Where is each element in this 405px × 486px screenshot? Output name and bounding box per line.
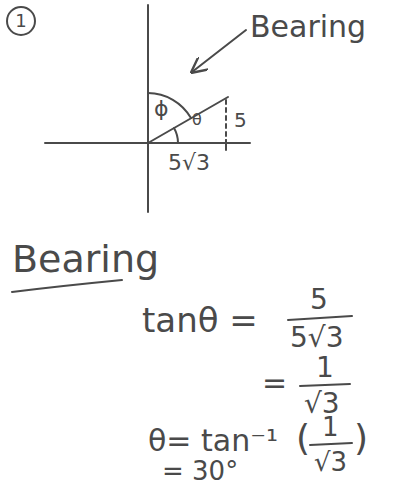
- y-axis: [147, 5, 149, 212]
- denominator: 5√3: [290, 324, 343, 352]
- side-length: 5√3: [168, 152, 210, 174]
- fraction-bar: [310, 443, 352, 445]
- opposite-side: [225, 100, 227, 143]
- theta-arc: [174, 128, 178, 143]
- numerator: 5: [310, 286, 328, 314]
- underline: [12, 280, 122, 292]
- callout-number: 1: [15, 12, 26, 30]
- parenthesis: (: [296, 420, 310, 456]
- side-length: 5: [234, 110, 247, 130]
- tick-mark: [225, 140, 227, 150]
- numerator: 1: [322, 414, 339, 440]
- denominator: √3: [314, 449, 347, 475]
- angle-label: ϕ: [154, 98, 169, 120]
- hypotenuse: [148, 97, 228, 143]
- angle-label: θ: [192, 112, 202, 128]
- result: = 30°: [162, 458, 238, 484]
- equals-sign: =: [262, 368, 287, 398]
- callout-label: Bearing: [250, 12, 366, 42]
- circled-number: 1: [6, 6, 36, 36]
- numerator: 1: [316, 354, 334, 382]
- parenthesis: ): [354, 420, 368, 456]
- equation-term: θ= tan⁻¹: [148, 426, 278, 456]
- leader-arrow: [192, 30, 246, 72]
- fraction-bar: [300, 384, 350, 386]
- equation-term: tanθ =: [142, 303, 258, 337]
- fraction-bar: [288, 316, 352, 320]
- heading: Bearing: [12, 240, 159, 278]
